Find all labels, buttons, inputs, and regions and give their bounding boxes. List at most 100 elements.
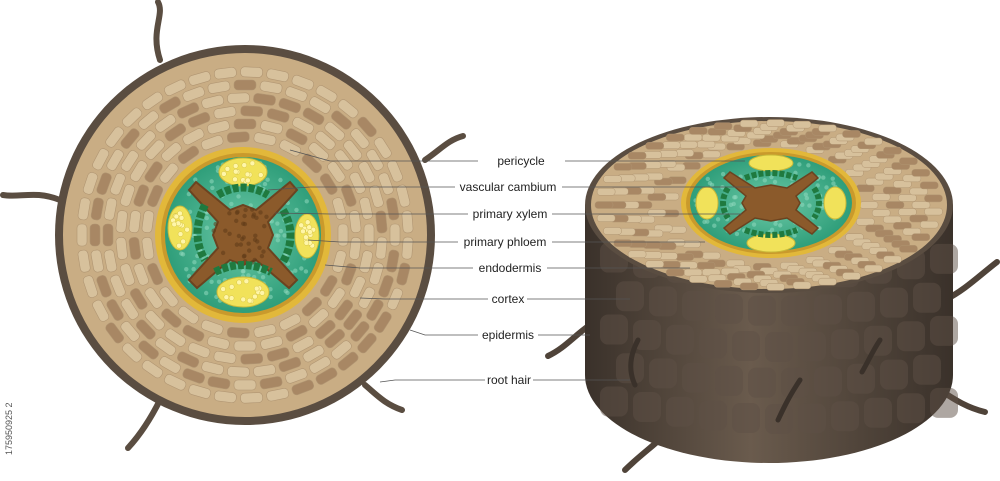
- epidermis-cell: [682, 362, 710, 393]
- epidermis-cell: [699, 400, 727, 431]
- phloem-cell: [243, 278, 250, 285]
- cortex-cell: [159, 162, 179, 184]
- stele-cell: [210, 185, 215, 191]
- cortex-cell: [90, 249, 104, 273]
- cortex-cell: [259, 80, 283, 94]
- cortex-cell: [363, 223, 375, 247]
- cortex-cell: [898, 194, 917, 202]
- root-hair-shape: [859, 337, 883, 375]
- cortex-cell: [77, 197, 91, 221]
- cortex-cell: [147, 262, 164, 286]
- epidermis-cell: [649, 286, 677, 317]
- epidermis-cell: [600, 386, 628, 417]
- label-epidermis: epidermis: [482, 328, 534, 342]
- cortex-cell: [103, 249, 118, 273]
- cortex-cell: [291, 379, 315, 396]
- cortex-cell: [924, 194, 943, 203]
- cortex-cell: [159, 356, 181, 374]
- phloem-cell: [246, 297, 253, 304]
- cortex-cell: [373, 311, 392, 333]
- cortex-cell: [334, 149, 354, 171]
- stele-cell: [707, 180, 713, 186]
- cortex-cell: [366, 299, 384, 321]
- stele-cell: [705, 176, 711, 182]
- cortex-cell: [240, 392, 263, 404]
- xylem-cell: [259, 253, 265, 259]
- cortex-cell: [647, 209, 667, 217]
- stele-cell: [262, 181, 268, 187]
- epidermis-cell: [880, 287, 908, 318]
- epidermis-cell: [715, 293, 743, 324]
- stele-cell: [804, 195, 810, 201]
- stele-cell: [303, 269, 309, 274]
- cortex-cell: [292, 336, 315, 354]
- cortex-cell: [187, 342, 211, 359]
- epidermis-cell: [814, 366, 842, 397]
- epidermis-cell: [732, 403, 760, 434]
- cortex-cell: [702, 251, 721, 260]
- root-hair-shape: [422, 133, 466, 163]
- cortex-cell: [302, 107, 325, 126]
- epidermis-cell: [847, 363, 875, 394]
- cortex-cell: [909, 187, 928, 196]
- cortex-cell: [899, 157, 918, 165]
- cortex-cell: [324, 121, 345, 142]
- cortex-cell: [92, 299, 110, 322]
- cortex-cell: [120, 321, 140, 342]
- phloem-cell: [173, 213, 180, 220]
- xylem-cell: [238, 242, 244, 247]
- stele-cell: [773, 221, 778, 226]
- cortex-cell: [645, 260, 664, 268]
- phloem-cell: [232, 163, 239, 169]
- stele-cell: [215, 165, 221, 170]
- epidermis-cell: [666, 324, 694, 355]
- xylem-cell: [262, 223, 267, 229]
- xylem-cell: [234, 242, 240, 247]
- stele-cell: [807, 203, 812, 208]
- phloem-cell: [233, 168, 239, 175]
- stele-cell: [204, 225, 210, 231]
- cortex-cell: [285, 128, 308, 146]
- cortex-cell: [713, 280, 733, 288]
- cortex-cell: [233, 340, 257, 352]
- cortex-cell: [266, 388, 289, 402]
- epidermis-cell: [616, 281, 644, 312]
- stele-cell: [268, 294, 273, 300]
- epidermis-cell: [666, 396, 694, 427]
- cortex-cell: [341, 263, 357, 286]
- stele-cell: [769, 227, 775, 233]
- stele-cell: [831, 181, 836, 186]
- cortex-cell: [207, 335, 230, 350]
- xylem-cell: [234, 218, 239, 224]
- cortex-cell: [893, 180, 912, 188]
- xylem-cell: [258, 210, 263, 215]
- cortex-cell: [129, 160, 148, 182]
- cortex-cell: [145, 139, 165, 160]
- cortex-cell: [177, 145, 200, 165]
- cortex-cell: [308, 142, 329, 162]
- cortex-cell: [679, 140, 698, 149]
- cortex-cell: [924, 207, 943, 216]
- cortex-cell: [871, 193, 891, 201]
- cortex-cell: [314, 319, 336, 340]
- xylem-cell: [264, 214, 269, 219]
- cortex-cell: [386, 197, 400, 221]
- cortex-cell: [882, 186, 902, 195]
- cortex-cell: [308, 308, 329, 328]
- vascular-cambium-arc: [215, 183, 271, 199]
- phloem-cell: [252, 293, 258, 300]
- cortex-cell: [341, 184, 357, 207]
- phloem-cell: [306, 224, 312, 231]
- cortex-cell: [141, 236, 155, 260]
- cortex-cell: [141, 360, 164, 379]
- cortex-cell: [253, 324, 277, 338]
- cortex-cell: [77, 249, 91, 273]
- cortex-cell: [92, 148, 110, 171]
- cortex-cell: [883, 255, 902, 264]
- epidermis-cell: [880, 359, 908, 390]
- epidermis-cell: [930, 387, 958, 418]
- phloem-cell: [258, 172, 264, 178]
- root-hair-shape: [628, 337, 641, 388]
- epidermis-cell: [897, 393, 925, 424]
- cortex-cell: [689, 275, 708, 283]
